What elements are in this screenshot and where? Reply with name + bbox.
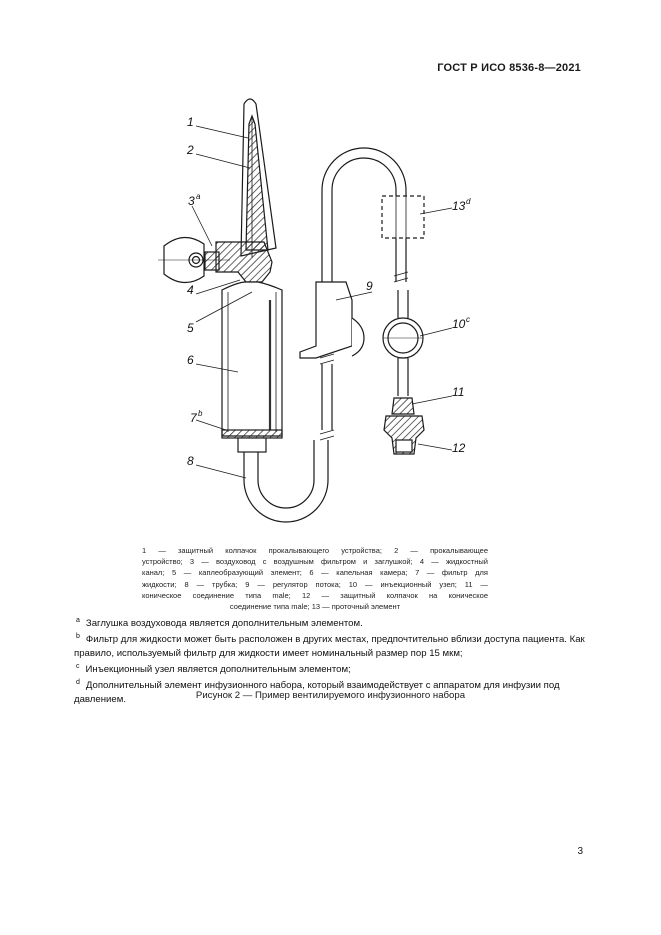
footnote-key: c bbox=[76, 662, 80, 670]
label-13-sup: d bbox=[466, 197, 471, 206]
luer-protective-cap bbox=[383, 415, 425, 455]
label-4: 4 bbox=[187, 283, 194, 297]
label-12: 12 bbox=[452, 441, 466, 455]
flow-regulator bbox=[299, 281, 353, 359]
label-2: 2 bbox=[186, 143, 194, 157]
footnotes: a Заглушка воздуховода является дополните… bbox=[74, 614, 594, 706]
footnote: a Заглушка воздуховода является дополните… bbox=[74, 614, 594, 630]
label-7-sup: b bbox=[198, 409, 203, 418]
page-number: 3 bbox=[577, 846, 583, 857]
footnote-text: Инъекционный узел является дополнительны… bbox=[85, 664, 351, 676]
label-10-sup: c bbox=[466, 315, 470, 324]
legend-line: коническое соединение типа male; 12 — за… bbox=[142, 590, 488, 600]
label-9: 9 bbox=[366, 279, 373, 293]
label-5: 5 bbox=[187, 321, 194, 335]
footnote-text: Фильтр для жидкости может быть расположе… bbox=[74, 634, 585, 659]
label-11: 11 bbox=[452, 385, 464, 399]
footnote-key: d bbox=[76, 679, 80, 687]
legend-line: канал; 5 — каплеобразующий элемент; 6 — … bbox=[142, 568, 488, 578]
tube-top-arch bbox=[321, 147, 407, 282]
label-3-sup: a bbox=[196, 192, 201, 201]
label-10: 10 bbox=[452, 317, 466, 331]
label-3: 3 bbox=[188, 194, 195, 208]
footnote-key: a bbox=[76, 617, 80, 624]
flow-element bbox=[381, 195, 425, 239]
tube-bottom-bend bbox=[243, 440, 329, 523]
footnote-text: Заглушка воздуховода является дополнител… bbox=[85, 618, 363, 630]
label-1: 1 bbox=[187, 115, 194, 129]
legend-line: 1 — защитный колпачок прокалывающего уст… bbox=[142, 546, 488, 555]
drip-chamber bbox=[221, 281, 283, 437]
footnote-key: b bbox=[76, 633, 80, 641]
standard-code-header: ГОСТ Р ИСО 8536-8—2021 bbox=[437, 62, 581, 74]
spike-hub bbox=[215, 241, 273, 283]
label-6: 6 bbox=[187, 353, 194, 367]
male-luer-connector bbox=[391, 397, 415, 415]
label-13: 13 bbox=[452, 199, 466, 213]
figure-title: Рисунок 2 — Пример вентилируемого инфузи… bbox=[195, 690, 466, 701]
legend-line: соединение типа male; 13 — проточный эле… bbox=[229, 602, 401, 612]
liquid-filter bbox=[221, 429, 283, 439]
figure-legend: 1 — защитный колпачок прокалывающего уст… bbox=[142, 545, 488, 612]
footnote: c Инъекционный узел является дополнительн… bbox=[74, 660, 594, 676]
infusion-set-drawing: 1 2 3 a 4 5 6 7 b 8 9 10 c 11 12 13 d bbox=[158, 98, 471, 523]
legend-line: устройство; 3 — воздуховод с воздушным ф… bbox=[142, 557, 488, 567]
footnote-text: Дополнительный элемент инфузионного набо… bbox=[74, 680, 560, 705]
label-8: 8 bbox=[187, 454, 194, 468]
label-7: 7 bbox=[190, 411, 198, 425]
legend-line: жидкости; 8 — трубка; 9 — регулятор пото… bbox=[142, 579, 488, 589]
